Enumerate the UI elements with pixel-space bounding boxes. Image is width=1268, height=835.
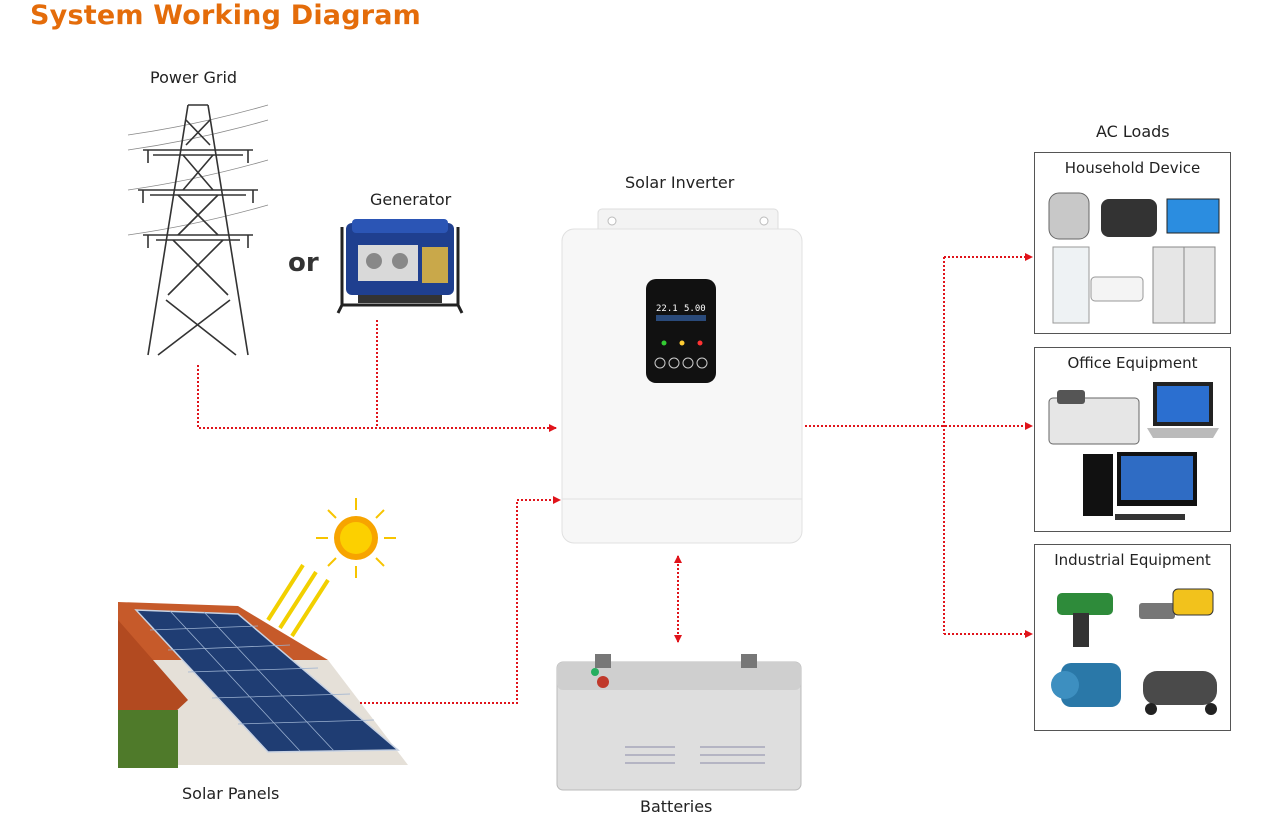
office-equipment-box: Office Equipment xyxy=(1034,347,1231,532)
or-connector-text: or xyxy=(288,248,319,278)
household-appliances-icon xyxy=(1048,192,1220,324)
power-grid-label: Power Grid xyxy=(150,68,238,87)
inverter-display-right: 5.00 xyxy=(684,304,706,314)
inverter-display-left: 22.1 xyxy=(656,304,678,314)
industrial-equipment-icon xyxy=(1051,588,1217,715)
ac-loads-label: AC Loads xyxy=(1096,122,1170,141)
household-device-box: Household Device xyxy=(1034,152,1231,334)
solar-panels-label: Solar Panels xyxy=(182,784,280,803)
solar-inverter-icon: 22.1 5.00 xyxy=(561,208,803,544)
power-grid-tower-icon xyxy=(127,104,269,356)
solar-panels-icon xyxy=(118,498,408,768)
industrial-equipment-title: Industrial Equipment xyxy=(1054,551,1211,569)
household-device-title: Household Device xyxy=(1064,159,1201,177)
battery-icon xyxy=(556,654,802,791)
diagram-title: System Working Diagram xyxy=(30,0,421,31)
industrial-equipment-box: Industrial Equipment xyxy=(1034,544,1231,731)
grid-to-inverter-line xyxy=(197,365,557,432)
batteries-label: Batteries xyxy=(640,797,713,816)
office-equipment-title: Office Equipment xyxy=(1067,354,1198,372)
office-equipment-icon xyxy=(1048,382,1219,520)
generator-label: Generator xyxy=(370,190,452,209)
generator-icon xyxy=(336,219,464,314)
solar-inverter-label: Solar Inverter xyxy=(625,173,735,192)
